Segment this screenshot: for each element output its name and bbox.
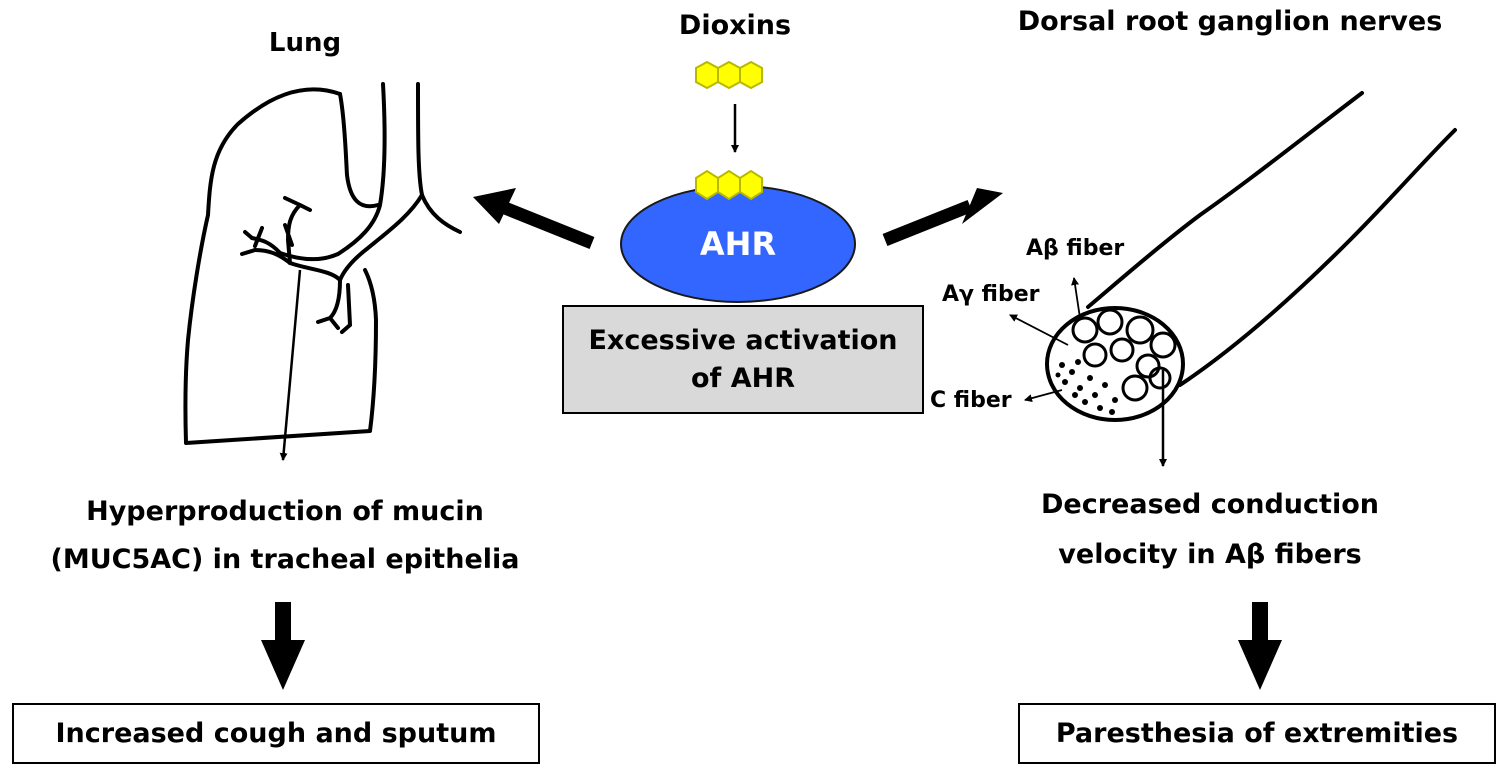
nerve-bundle-icon — [1045, 91, 1457, 422]
ab-fiber-label: Aβ fiber — [1026, 236, 1125, 261]
activation-line-2: of AHR — [691, 362, 795, 394]
dioxins-label: Dioxins — [678, 10, 792, 41]
arrow-to-lung — [473, 188, 595, 250]
arrow-to-nerves — [882, 188, 1003, 247]
dioxin-molecule-icon — [695, 60, 763, 90]
mucin-line-2: (MUC5AC) in tracheal epithelia — [50, 544, 520, 575]
conduction-line-1: Decreased conduction — [1041, 489, 1379, 520]
c-fiber-pointer — [1024, 389, 1063, 403]
mucin-line-1: Hyperproduction of mucin — [86, 496, 484, 527]
conduction-line-2: velocity in Aβ fibers — [1058, 539, 1362, 570]
nerve-fibers-icon — [1071, 308, 1177, 402]
lung-label: Lung — [268, 28, 342, 58]
ab-fiber-pointer — [1071, 277, 1081, 319]
conduction-text: Decreased conduction velocity in Aβ fibe… — [1000, 480, 1420, 580]
ahr-label: AHR — [699, 225, 777, 263]
ay-fiber-pointer — [1009, 314, 1069, 346]
bound-dioxin-icon — [695, 169, 763, 201]
paresthesia-box: Paresthesia of extremities — [1018, 703, 1496, 764]
c-fiber-label: C fiber — [930, 388, 1012, 413]
c-fiber-dots-icon — [1055, 359, 1118, 415]
lung-to-mucin-arrow — [279, 269, 302, 461]
mucin-to-cough-arrow — [261, 602, 305, 690]
activation-line-1: Excessive activation — [588, 324, 898, 356]
cough-box: Increased cough and sputum — [12, 703, 540, 764]
conduction-to-paresthesia-arrow — [1238, 602, 1282, 690]
lung-icon — [183, 82, 462, 445]
ay-fiber-label: Aγ fiber — [942, 282, 1040, 307]
activation-box: Excessive activation of AHR — [562, 305, 924, 414]
mucin-text: Hyperproduction of mucin (MUC5AC) in tra… — [20, 488, 550, 584]
drg-label: Dorsal root ganglion nerves — [1017, 6, 1443, 37]
